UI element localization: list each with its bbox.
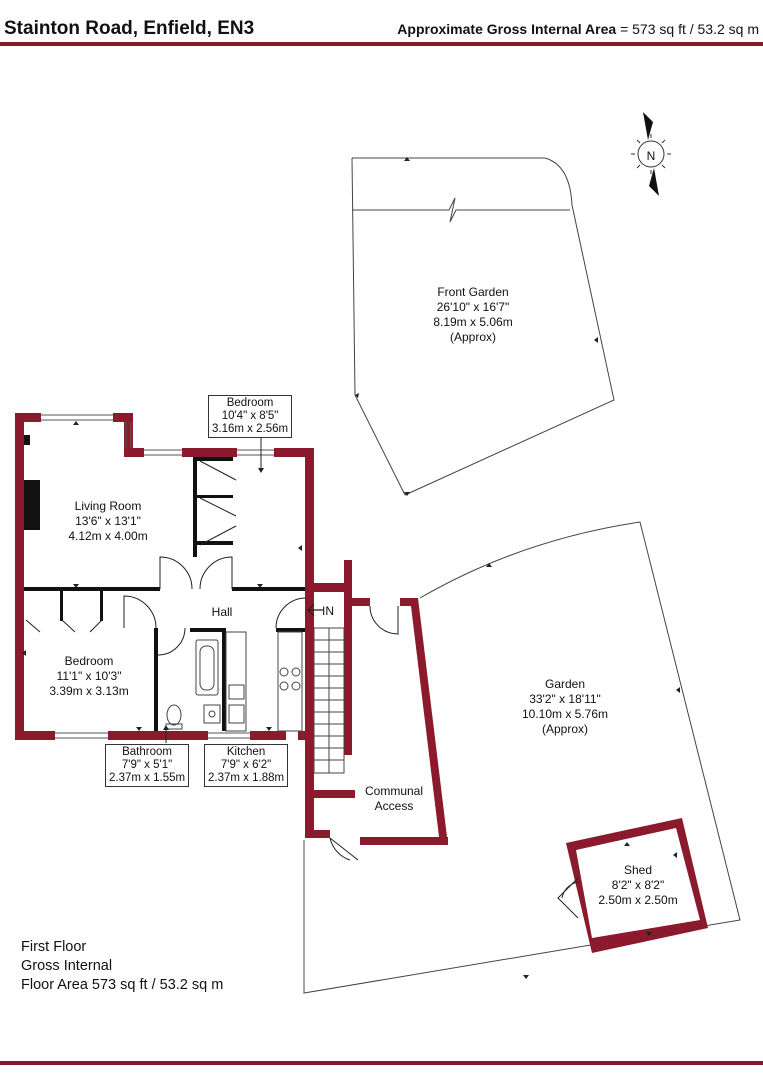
tag-bedroom-top: Bedroom 10'4" x 8'5" 3.16m x 2.56m: [208, 395, 293, 438]
bedroom-top-metric: 3.16m x 2.56m: [212, 423, 289, 435]
communal-line2: Access: [375, 799, 414, 813]
windows: [41, 414, 274, 739]
shed-imperial: 8'2" x 8'2": [612, 878, 664, 892]
header: Stainton Road, Enfield, EN3 Approximate …: [0, 0, 763, 48]
property-address: Stainton Road, Enfield, EN3: [4, 18, 255, 39]
front-garden-marks: [355, 157, 598, 496]
label-bedroom-left: Bedroom 11'1" x 10'3" 3.39m x 3.13m: [49, 654, 128, 698]
interior-walls: [24, 435, 305, 731]
footer-rule: [0, 1061, 763, 1065]
flat-marks: [22, 421, 302, 731]
front-garden-note: (Approx): [450, 330, 496, 344]
entrance-arrow-icon: [307, 603, 323, 617]
kitchen-metric: 2.37m x 1.88m: [208, 772, 285, 784]
label-communal: Communal Access: [365, 784, 423, 813]
compass-icon: N: [631, 112, 671, 196]
living-room-name: Living Room: [75, 499, 142, 513]
floor-area-summary: First Floor Gross Internal Floor Area 57…: [21, 938, 223, 995]
front-garden-imperial: 26'10" x 16'7": [437, 300, 510, 314]
bathroom-fixtures: [165, 639, 221, 730]
shed-metric: 2.50m x 2.50m: [598, 893, 677, 907]
door-swings: [25, 460, 399, 861]
kitchen-fixtures: [225, 631, 303, 732]
kitchen-name: Kitchen: [226, 746, 266, 758]
living-room-imperial: 13'6" x 13'1": [75, 514, 141, 528]
bathroom-imperial: 7'9" x 5'1": [121, 759, 173, 771]
header-rule: [0, 42, 763, 46]
bedroom-top-imperial: 10'4" x 8'5": [221, 410, 279, 422]
compass-label: N: [647, 149, 656, 163]
bathroom-name: Bathroom: [122, 746, 172, 758]
garden-imperial: 33'2" x 18'11": [529, 692, 601, 706]
garden-outline: [303, 521, 741, 994]
label-leaders: [165, 438, 262, 743]
leader-arrows: [163, 468, 264, 730]
label-shed: Shed 8'2" x 8'2" 2.50m x 2.50m: [598, 863, 677, 907]
front-garden-name: Front Garden: [437, 285, 508, 299]
bathroom-metric: 2.37m x 1.55m: [109, 772, 186, 784]
footer-floor: First Floor: [21, 939, 87, 955]
bedroom-left-imperial: 11'1" x 10'3": [57, 669, 122, 683]
footer-gross: Gross Internal: [21, 958, 113, 974]
bedroom-left-metric: 3.39m x 3.13m: [49, 684, 128, 698]
label-front-garden: Front Garden 26'10" x 16'7" 8.19m x 5.06…: [433, 285, 512, 344]
label-garden: Garden 33'2" x 18'11" 10.10m x 5.76m (Ap…: [522, 677, 608, 736]
gross-area: Approximate Gross Internal Area = 573 sq…: [397, 21, 759, 37]
communal-line1: Communal: [365, 784, 423, 798]
shed-name: Shed: [624, 863, 652, 877]
garden-name: Garden: [545, 677, 585, 691]
bedroom-top-name: Bedroom: [226, 397, 274, 409]
garden-note: (Approx): [542, 722, 588, 736]
kitchen-imperial: 7'9" x 6'2": [220, 759, 272, 771]
gross-area-value: = 573 sq ft / 53.2 sq m: [620, 21, 759, 37]
shed-door: [557, 877, 579, 919]
garden-marks: [486, 563, 680, 979]
staircase: [313, 627, 345, 774]
tag-bathroom: Bathroom 7'9" x 5'1" 2.37m x 1.55m: [105, 744, 190, 787]
footer-area: Floor Area 573 sq ft / 53.2 sq m: [21, 977, 224, 993]
living-room-metric: 4.12m x 4.00m: [68, 529, 147, 543]
shed-marks: [624, 842, 677, 936]
garden-metric: 10.10m x 5.76m: [522, 707, 608, 721]
label-living-room: Living Room 13'6" x 13'1" 4.12m x 4.00m: [68, 499, 147, 543]
flat-walls: [15, 413, 448, 845]
entrance-label: IN: [322, 604, 334, 618]
tag-kitchen: Kitchen 7'9" x 6'2" 2.37m x 1.88m: [204, 744, 289, 787]
bedroom-left-name: Bedroom: [65, 654, 114, 668]
gross-area-label: Approximate Gross Internal Area: [397, 21, 617, 37]
front-garden-metric: 8.19m x 5.06m: [433, 315, 512, 329]
hall-label: Hall: [212, 605, 233, 619]
